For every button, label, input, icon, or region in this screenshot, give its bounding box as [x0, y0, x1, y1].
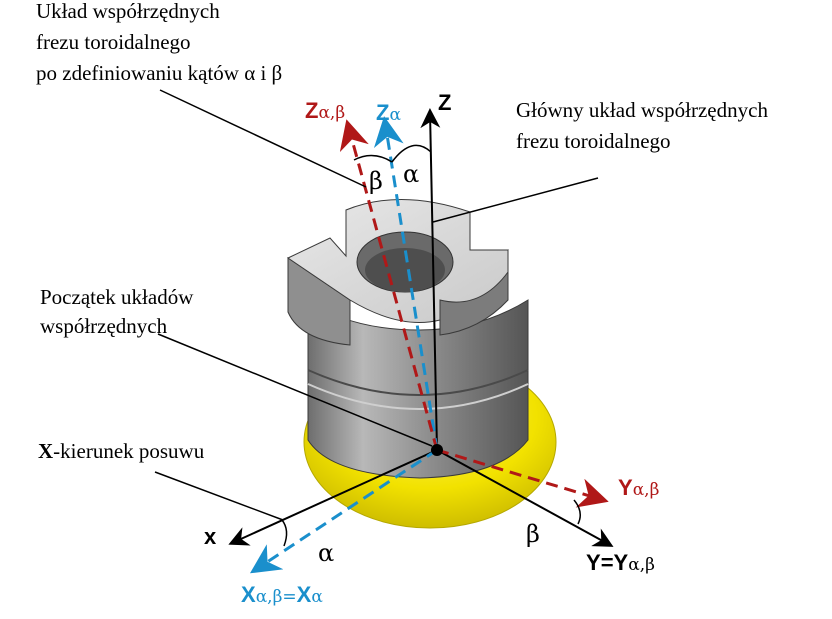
y-axis-label: Y=Yα,β	[586, 550, 655, 575]
upper-turret	[287, 257, 351, 346]
z-alpha-axis	[373, 116, 439, 451]
callout-origin-line-2: współrzędnych	[40, 314, 168, 338]
callout-tool-line-2: frezu toroidalnego	[36, 30, 191, 54]
alpha-label-top: α	[403, 160, 419, 188]
axes	[228, 108, 614, 574]
leader-tool-system	[159, 89, 367, 188]
beta-arc-right	[573, 499, 581, 525]
leader-origin	[157, 333, 433, 447]
toroidal-cutter	[286, 199, 557, 529]
beta-label-right: β	[526, 520, 540, 548]
x-axis-label: x	[204, 524, 217, 549]
z-alpha-beta-label: Zα,β	[305, 98, 345, 123]
z-axis-label: Z	[438, 90, 451, 115]
callout-tool-line-1: Układ współrzędnych	[36, 0, 220, 23]
x-rotated-label: Xα,β=Xα	[241, 582, 323, 607]
z-axis	[420, 108, 441, 451]
callout-main-line-2: frezu toroidalnego	[516, 129, 671, 153]
x-alpha-beta-axis	[249, 448, 438, 574]
groove-2	[307, 383, 529, 410]
origin-point	[431, 444, 443, 456]
alpha-arc-left	[281, 519, 288, 547]
alpha-label-left: α	[318, 539, 334, 567]
beta-arc-top	[353, 154, 393, 163]
z-alpha-label: Zα	[376, 100, 401, 125]
callout-feed: X-kierunek posuwu	[38, 439, 205, 463]
x-axis	[228, 449, 438, 546]
alpha-arc-top	[391, 144, 432, 163]
y-alpha-beta-label: Yα,β	[618, 475, 659, 500]
cutter-body	[307, 299, 529, 479]
y-alpha-beta-axis	[436, 448, 609, 508]
callout-origin-line-1: Początek układów	[40, 285, 194, 309]
beta-label-top: β	[369, 167, 383, 195]
callout-main-line-1: Główny układ współrzędnych	[516, 98, 768, 122]
groove-1	[307, 369, 529, 396]
leader-main-system	[432, 177, 599, 223]
y-axis	[436, 449, 614, 547]
callout-tool-line-3: po zdefiniowaniu kątów α i β	[36, 61, 282, 85]
leader-feed	[154, 471, 284, 521]
